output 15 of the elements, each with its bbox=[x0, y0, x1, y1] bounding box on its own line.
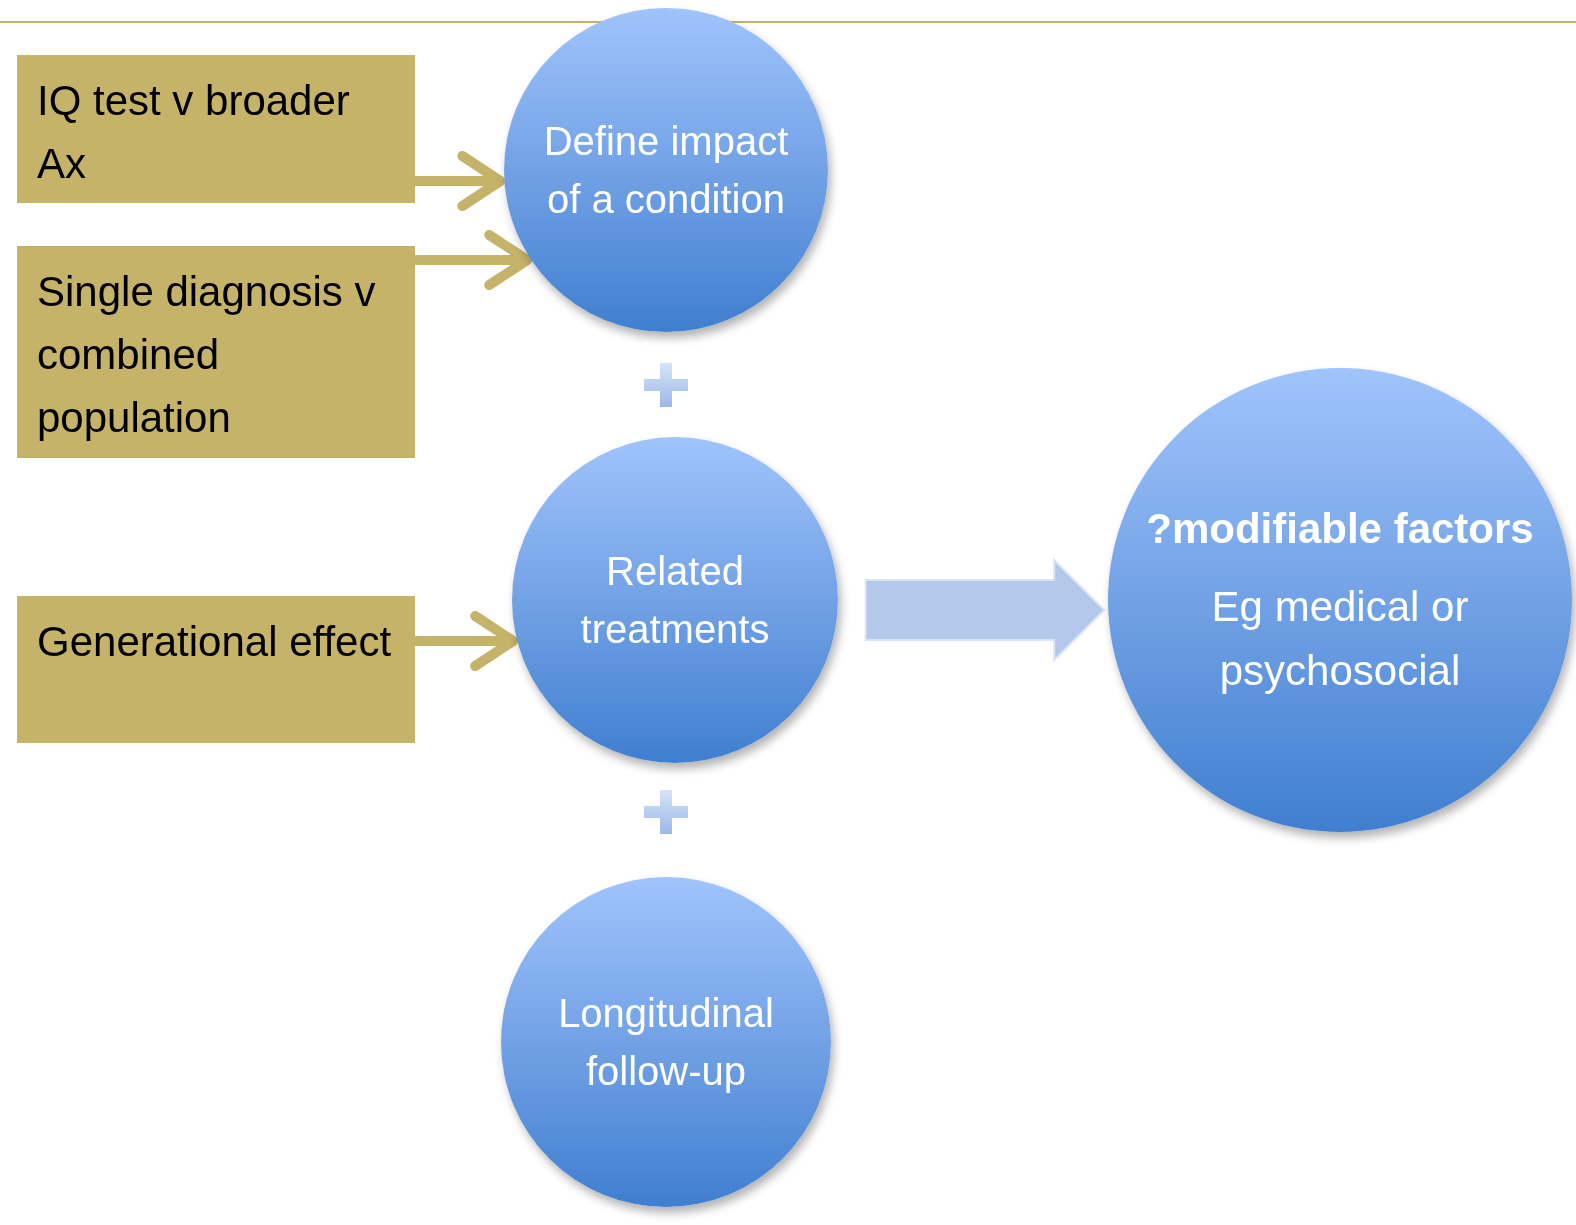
arrow bbox=[415, 611, 519, 671]
circle-text: Longitudinal follow-up bbox=[557, 990, 775, 1095]
circle-text: Eg medical or psychosocial bbox=[1210, 582, 1470, 696]
text-box bbox=[17, 246, 415, 458]
box-text: Generational effect bbox=[37, 617, 392, 667]
text-box bbox=[17, 55, 415, 203]
arrow bbox=[415, 151, 506, 211]
box-text: IQ test v broader Ax bbox=[37, 76, 351, 189]
circle-text: Define impact of a condition bbox=[542, 118, 790, 223]
text-box bbox=[17, 596, 415, 743]
circle-heading: ?modifiable factors bbox=[1146, 504, 1534, 554]
arrow bbox=[415, 230, 533, 290]
box-text: Single diagnosis v combined population bbox=[37, 267, 377, 443]
circle-text: Related treatments bbox=[579, 548, 771, 653]
block-arrow bbox=[864, 557, 1106, 663]
